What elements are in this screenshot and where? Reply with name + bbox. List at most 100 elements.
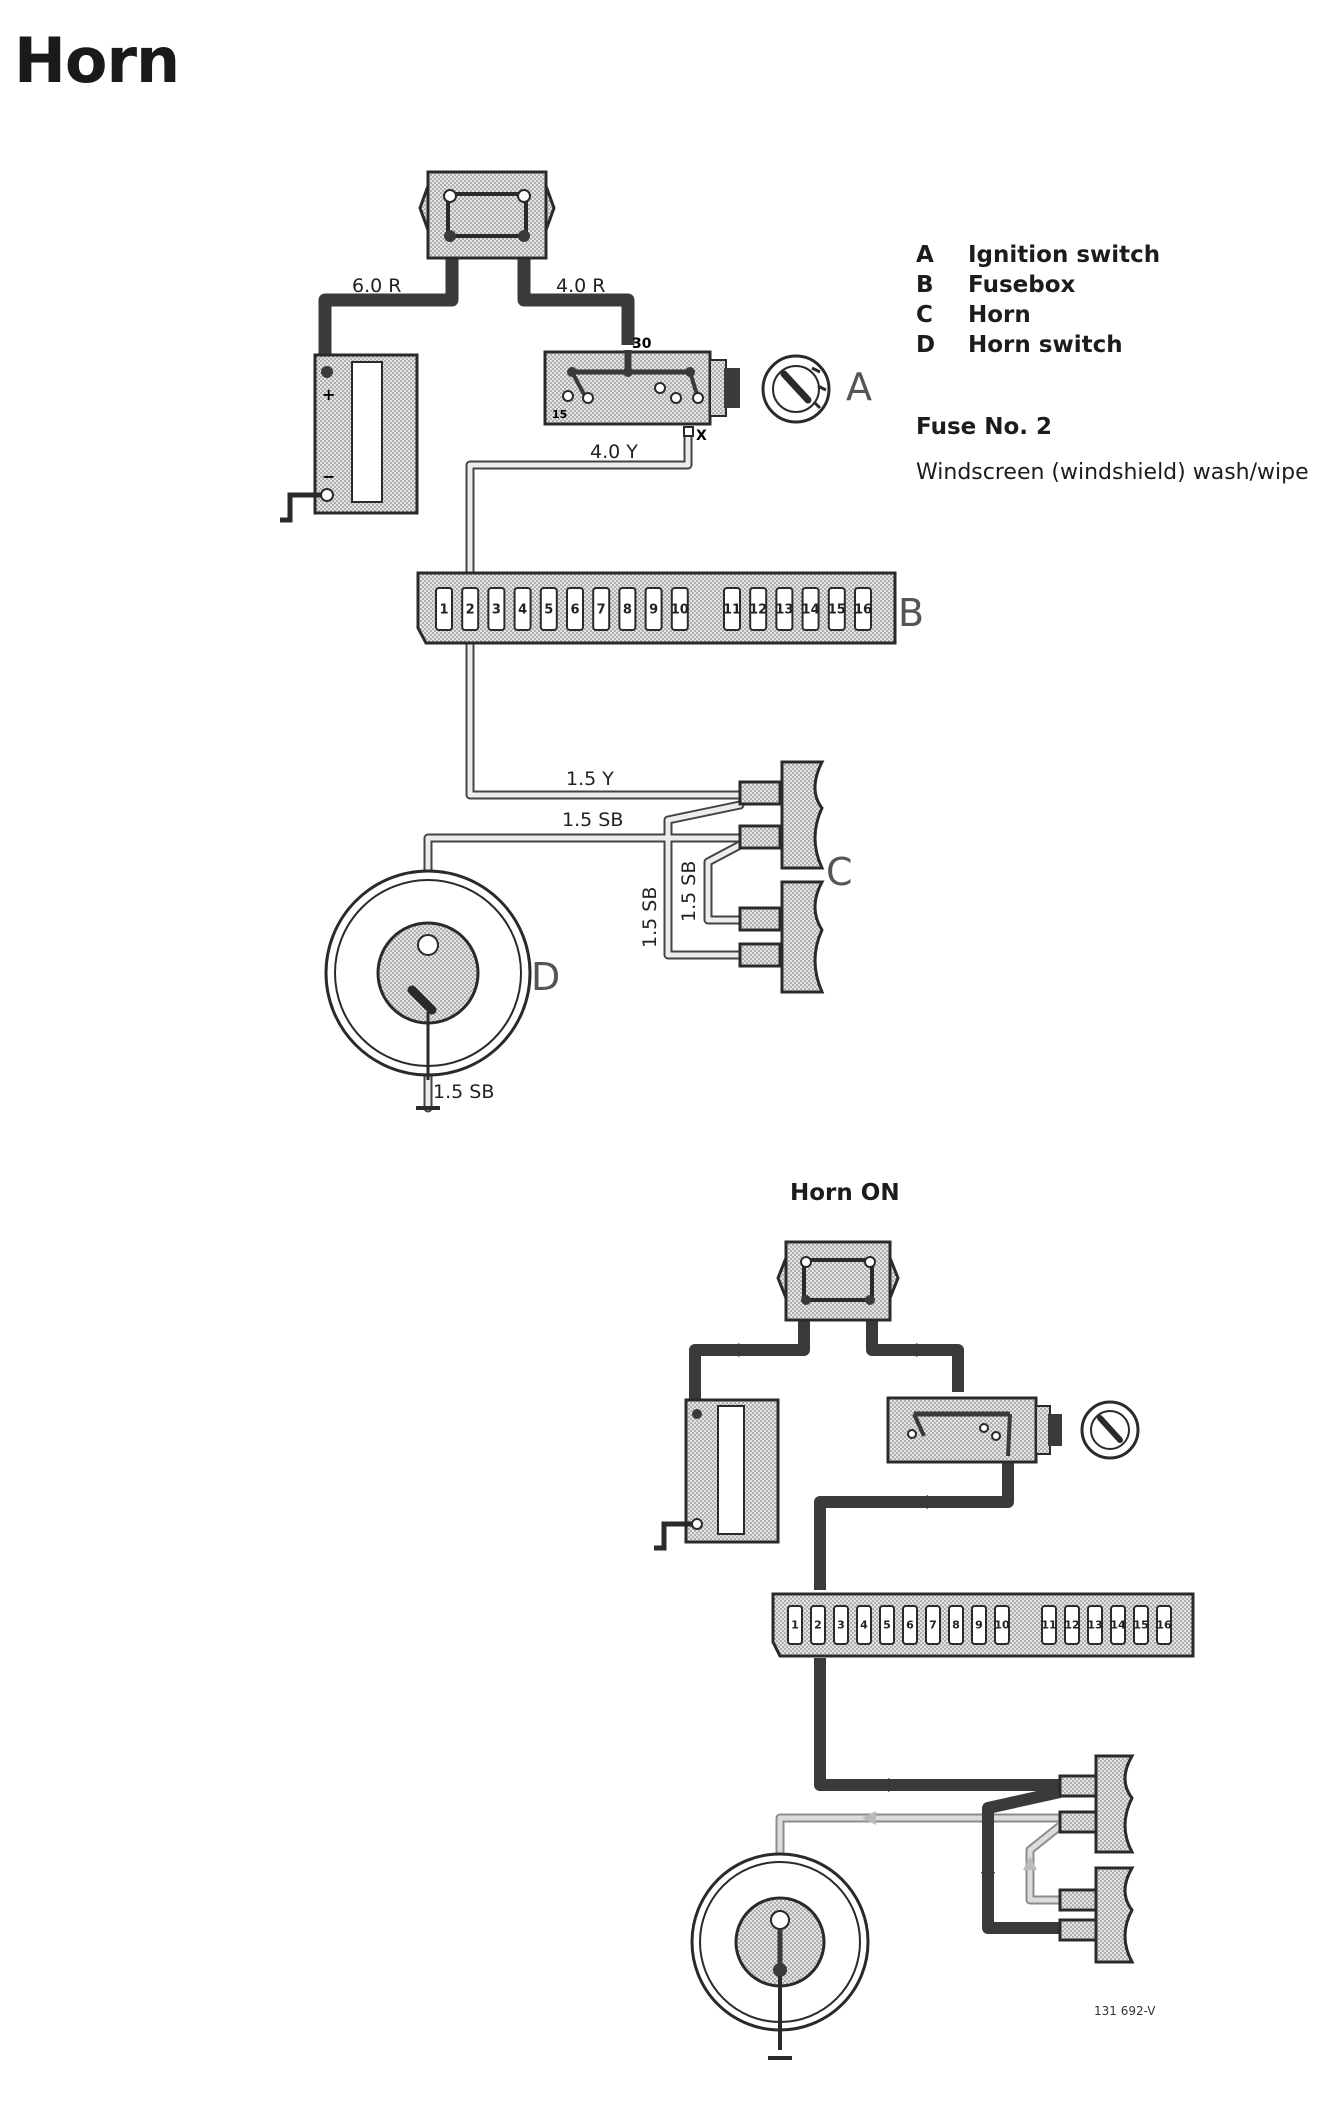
fuse-slot (971, 1605, 987, 1645)
legend-key: A (916, 242, 934, 268)
terminal-x-label: X (696, 428, 707, 444)
fuse-number: 16 (854, 602, 872, 617)
fuse-number: 11 (1041, 1619, 1056, 1632)
component-label-d: D (531, 955, 560, 999)
fuse-number: 8 (952, 1619, 960, 1632)
fuse-slot (879, 1605, 895, 1645)
key-icon (761, 354, 831, 424)
fuse-number: 2 (814, 1619, 822, 1632)
fuse-slot (854, 587, 872, 631)
legend-label: Horn (968, 302, 1031, 328)
fuse-slot (948, 1605, 964, 1645)
fuse-slot (925, 1605, 941, 1645)
legend-key: B (916, 272, 934, 298)
legend-label: Fusebox (968, 272, 1076, 298)
fuse-slot (618, 587, 637, 631)
fuse-number: 1 (791, 1619, 799, 1632)
fuse-number: 14 (1110, 1619, 1126, 1632)
fuse-slot (670, 587, 689, 631)
fuse-number: 12 (749, 602, 767, 617)
horn-upper (738, 760, 825, 870)
terminal-15-label: 15 (552, 408, 567, 421)
fuse-slot (902, 1605, 918, 1645)
top-diagram: + − 30 15 (280, 170, 924, 1113)
fuse-slot (435, 587, 453, 631)
fuse-number: 9 (649, 602, 658, 617)
fuse-slot (513, 587, 532, 631)
fuse-number: 13 (1087, 1619, 1102, 1632)
fuse-title: Fuse No. 2 (916, 414, 1053, 440)
legend-key: C (916, 302, 933, 328)
wire-label-ign-fuse: 4.0 Y (590, 441, 638, 463)
horn-switch-on (690, 1852, 870, 2060)
fuse-number: 1 (439, 602, 448, 617)
battery-minus-label: − (322, 467, 335, 486)
wire-label-battery: 6.0 R (352, 275, 401, 297)
component-label-b: B (898, 591, 924, 635)
key-icon-on (1080, 1400, 1140, 1460)
wire-ignition-feed (517, 236, 635, 345)
fuse-number: 16 (1156, 1619, 1172, 1632)
wire-label-ignition: 4.0 R (556, 275, 605, 297)
ignition-switch-on (886, 1396, 1062, 1464)
fuse-slot (1156, 1605, 1172, 1645)
fuse-number: 5 (544, 602, 553, 617)
main-connector-on (776, 1240, 900, 1322)
terminal-30-label: 30 (632, 336, 652, 352)
wire-label-horn-link-a: 1.5 SB (639, 887, 661, 948)
legend-item-b: B Fusebox (916, 270, 1316, 300)
fuse-slot (1133, 1605, 1149, 1645)
fuse-slot (1110, 1605, 1126, 1645)
legend-item-a: A Ignition switch (916, 240, 1316, 270)
fuse-slot (833, 1605, 849, 1645)
fuse-slot (994, 1605, 1010, 1645)
wire-ignition-to-fuse (465, 430, 693, 582)
fuse-slot (801, 587, 820, 631)
fuse-number: 9 (975, 1619, 983, 1632)
wire-battery-feed (318, 236, 459, 372)
fuse-number: 7 (929, 1619, 937, 1632)
fuse-number: 3 (837, 1619, 845, 1632)
battery: + − (280, 353, 419, 523)
fuse-number: 14 (802, 602, 820, 617)
fuse-slot (1041, 1605, 1057, 1645)
legend-label: Ignition switch (968, 242, 1161, 268)
fuse-slot (749, 587, 768, 631)
fuse-number: 2 (466, 602, 475, 617)
fuse-slot (723, 587, 741, 631)
fuse-number: 6 (906, 1619, 914, 1632)
battery-plus-label: + (322, 385, 335, 404)
fuse-number: 11 (723, 602, 741, 617)
wire-label-fuse-horn: 1.5 Y (566, 768, 614, 790)
fuse-slot (787, 1605, 803, 1645)
component-label-a: A (846, 365, 872, 409)
fuse-slot (461, 587, 480, 631)
fuse-slot (592, 587, 611, 631)
horn-lower (738, 880, 825, 994)
fuse-number: 12 (1064, 1619, 1079, 1632)
horn-switch (324, 869, 532, 1110)
legend-key: D (916, 332, 936, 358)
component-label-c: C (826, 850, 853, 894)
fuse-slot (1087, 1605, 1103, 1645)
horn-lower-on (1058, 1866, 1135, 1964)
legend-item-c: C Horn (916, 300, 1316, 330)
fuse-number: 5 (883, 1619, 891, 1632)
fuse-slot (487, 587, 506, 631)
fuse-number: 3 (492, 602, 501, 617)
fuse-number: 4 (860, 1619, 868, 1632)
page-title: Horn (14, 24, 180, 97)
fuse-slot (539, 587, 558, 631)
fuse-number: 10 (994, 1619, 1010, 1632)
fuse-number: 15 (828, 602, 846, 617)
flow-arrows (738, 1343, 995, 1888)
fuse-number: 7 (597, 602, 606, 617)
fuse-number: 13 (775, 602, 793, 617)
